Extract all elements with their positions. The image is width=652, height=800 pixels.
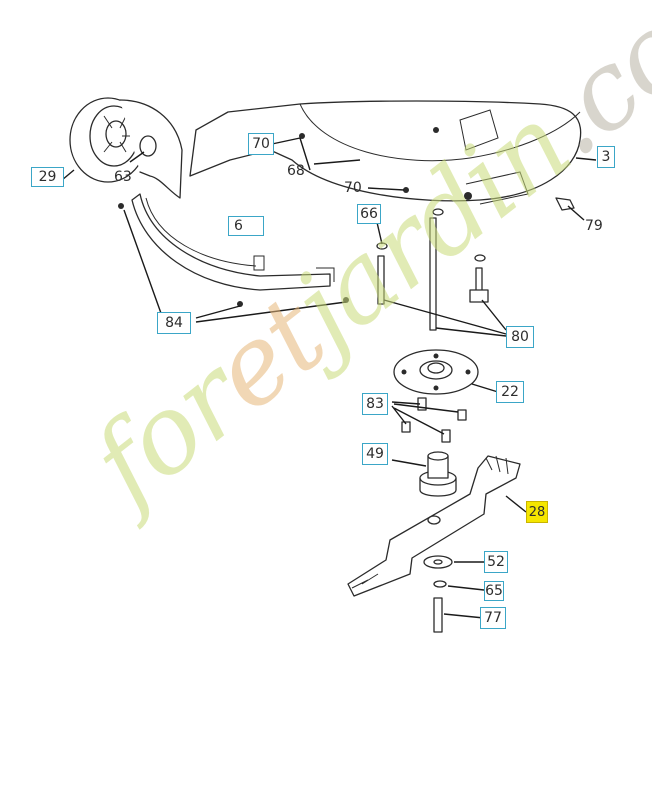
lock-washer-part: [433, 580, 447, 588]
part-label-49[interactable]: 49: [362, 443, 388, 465]
washer-hole: [433, 559, 443, 565]
part-label-80[interactable]: 80: [506, 326, 534, 348]
part-label-79[interactable]: 79: [585, 218, 603, 234]
part-label-83[interactable]: 83: [362, 393, 388, 415]
nut-part: [432, 208, 444, 216]
mower-blade-part: [347, 455, 521, 597]
screws-part: [401, 397, 467, 443]
spacer-part: [139, 135, 157, 157]
part-label-29[interactable]: 29: [31, 167, 64, 187]
part-label-52[interactable]: 52: [484, 551, 508, 573]
part-label-70[interactable]: 70: [248, 133, 274, 155]
part-label-3[interactable]: 3: [597, 146, 615, 168]
part-label-6[interactable]: 6: [228, 216, 264, 236]
part-label-84[interactable]: 84: [157, 312, 191, 334]
mower-deck-part: [189, 100, 582, 205]
blade-bolt-part: [433, 597, 443, 633]
leader-lines: [61, 137, 597, 619]
nut-part: [474, 254, 486, 262]
flange-part: [393, 349, 479, 395]
part-label-77[interactable]: 77: [480, 607, 506, 629]
part-label-28[interactable]: 28: [526, 501, 548, 523]
part-label-68[interactable]: 68: [287, 163, 305, 179]
bolt-part: [237, 301, 243, 307]
part-label-22[interactable]: 22: [496, 381, 524, 403]
blade-hub-part: [419, 451, 457, 497]
long-bolts-part: [377, 217, 489, 331]
deflector-part: [131, 193, 335, 291]
bolt-part: [118, 203, 124, 209]
part-label-65[interactable]: 65: [484, 581, 504, 601]
part-label-66[interactable]: 66: [357, 204, 381, 224]
part-label-63[interactable]: 63: [114, 169, 132, 185]
wheel-part: [69, 97, 183, 199]
part-label-70-b[interactable]: 70: [344, 180, 362, 196]
